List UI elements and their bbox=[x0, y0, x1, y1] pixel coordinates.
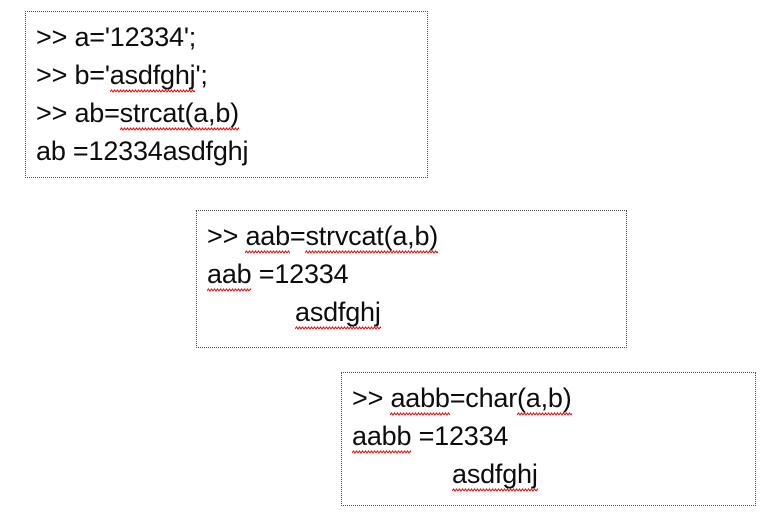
misspelled-text: aabb bbox=[352, 417, 411, 455]
prompt-marker: >> bbox=[36, 60, 75, 90]
code-text: b=' bbox=[74, 60, 110, 90]
misspelled-text: asdfghj bbox=[295, 293, 381, 331]
code-text: =char bbox=[449, 383, 517, 413]
code-line: >> aab=strvcat(a,b) bbox=[207, 217, 616, 255]
prompt-marker: >> bbox=[207, 221, 246, 251]
misspelled-text: asdfghj bbox=[452, 455, 538, 493]
code-text: '; bbox=[195, 60, 208, 90]
code-line: >> ab=strcat(a,b) bbox=[36, 94, 417, 132]
code-text: a='12334'; bbox=[74, 22, 197, 52]
prompt-marker: >> bbox=[352, 383, 391, 413]
code-text: =12334 bbox=[251, 259, 349, 289]
misspelled-text: strvcat(a,b) bbox=[305, 217, 438, 255]
code-line: asdfghj bbox=[207, 293, 616, 331]
prompt-marker: >> bbox=[36, 98, 75, 128]
code-text: = bbox=[289, 221, 306, 251]
code-text: ab =12334asdfghj bbox=[36, 136, 249, 166]
misspelled-text: strcat(a,b) bbox=[119, 94, 239, 132]
code-text: ab= bbox=[74, 98, 120, 128]
code-line: ab =12334asdfghj bbox=[36, 132, 417, 170]
code-line: aabb =12334 bbox=[352, 417, 745, 455]
code-line: >> aabb=char(a,b) bbox=[352, 379, 745, 417]
code-line: asdfghj bbox=[352, 455, 745, 493]
misspelled-text: aabb bbox=[390, 379, 450, 417]
misspelled-text: asdfghj bbox=[109, 56, 196, 94]
code-box-strcat[interactable]: >> a='12334';>> b='asdfghj';>> ab=strcat… bbox=[25, 11, 428, 178]
misspelled-text: (a,b) bbox=[517, 379, 572, 417]
code-text: =12334 bbox=[411, 421, 509, 451]
code-line: >> b='asdfghj'; bbox=[36, 56, 417, 94]
code-line: aab =12334 bbox=[207, 255, 616, 293]
misspelled-text: aab bbox=[207, 255, 252, 293]
misspelled-text: aab bbox=[245, 217, 290, 255]
code-line: >> a='12334'; bbox=[36, 18, 417, 56]
prompt-marker: >> bbox=[36, 22, 75, 52]
